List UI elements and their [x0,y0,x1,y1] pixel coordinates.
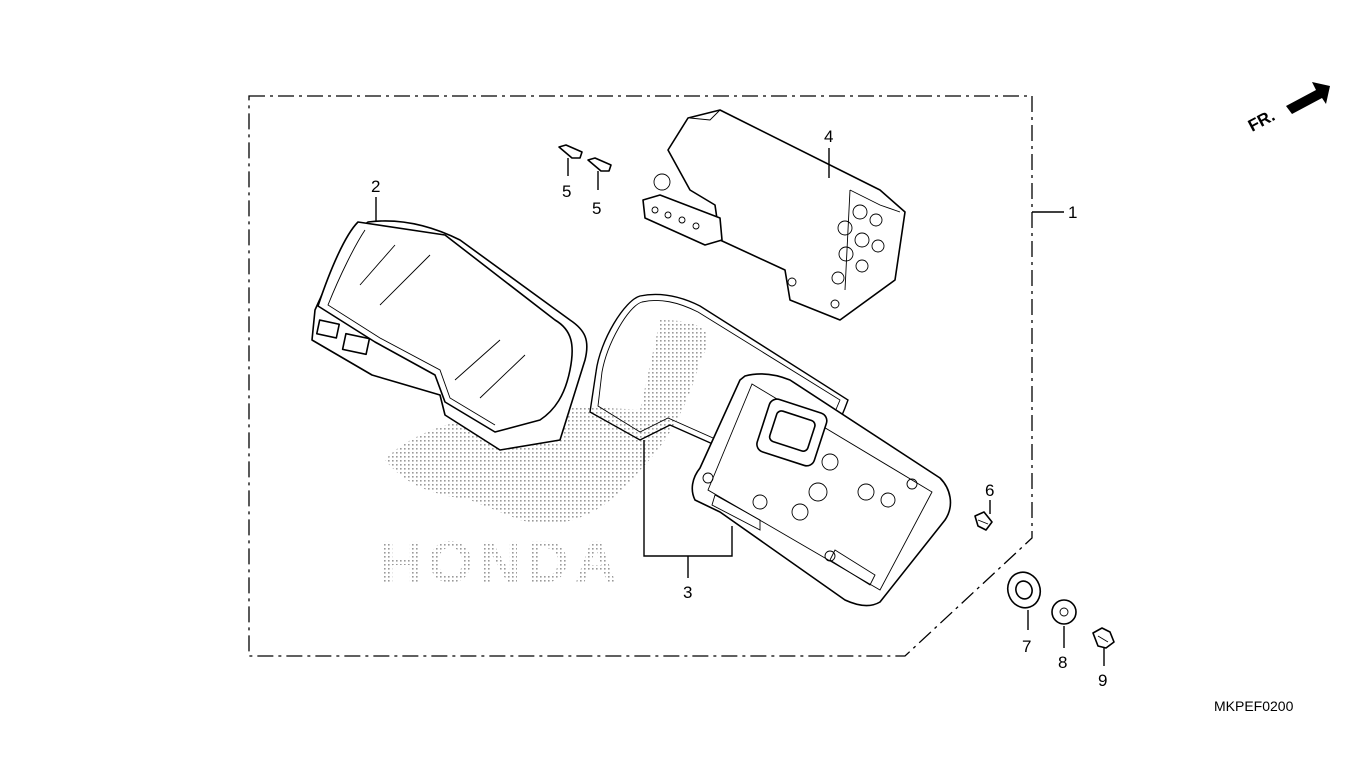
tapping-screw[interactable]: 6 [974,481,994,531]
meter-lens-cover[interactable]: 2 [311,177,588,451]
callout-4: 4 [824,127,833,146]
front-arrow-icon [1286,82,1330,114]
callout-9: 8 [1058,653,1067,672]
washer[interactable]: 8 [1051,599,1077,672]
front-label: FR. [1245,106,1278,136]
meter-unit[interactable]: 4 [642,109,906,321]
callout-1: 1 [1068,203,1077,222]
mounting-grommet[interactable]: 7 [1003,568,1045,656]
callout-6: 7 [1022,637,1031,656]
callout-3: 3 [683,583,692,602]
callout-5b: 5 [592,199,601,218]
assembly-boundary [248,95,1033,657]
flange-screw[interactable]: 9 [1092,627,1115,690]
callout-5a: 5 [562,182,571,201]
honda-watermark-text: HONDA [380,530,623,595]
bulb-5-left[interactable]: 5 [558,144,583,201]
reference-code: MKPEF0200 [1214,698,1294,714]
callout-7: 6 [985,481,994,500]
meter-case[interactable] [691,373,952,607]
bulb-5-right[interactable]: 5 [587,157,612,218]
callout-8: 9 [1098,671,1107,690]
callout-2: 2 [371,177,380,196]
front-direction-indicator: FR. [1245,82,1330,136]
